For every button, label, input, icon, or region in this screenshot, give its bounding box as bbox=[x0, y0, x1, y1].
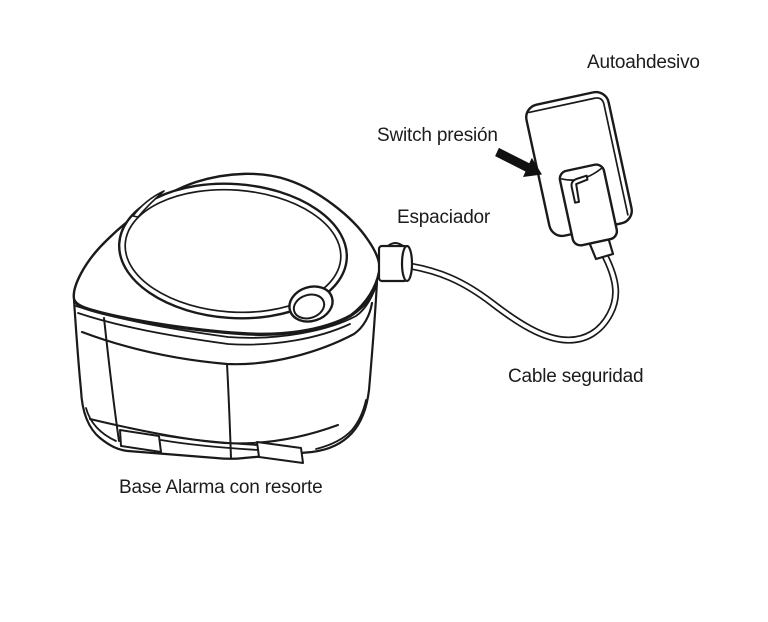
security-cable-outer bbox=[409, 250, 620, 344]
speaker-pad-ellipse bbox=[117, 182, 349, 320]
access-hole-inner bbox=[292, 293, 326, 320]
drawer-left-tab bbox=[119, 429, 162, 453]
label-pressure-switch: Switch presión bbox=[377, 125, 498, 146]
switch-plunger bbox=[570, 174, 589, 204]
drawer-right-tab bbox=[256, 441, 304, 464]
drawer-rail-top bbox=[160, 434, 258, 446]
pointer-arrow bbox=[495, 147, 542, 177]
collar-line-2 bbox=[77, 312, 351, 346]
spacer-cap bbox=[400, 244, 414, 283]
drawer-rail-bottom bbox=[160, 439, 259, 451]
access-hole-outer bbox=[288, 285, 334, 323]
adhesive-pad-edge bbox=[528, 97, 629, 216]
collar-line-1 bbox=[75, 280, 378, 339]
corner-inner-right bbox=[315, 399, 367, 450]
label-spacer: Espaciador bbox=[397, 207, 491, 228]
front-center-edge bbox=[226, 363, 232, 459]
security-cable-inner bbox=[409, 251, 618, 342]
speaker-pad-inner-ring bbox=[124, 188, 342, 314]
corner-slit bbox=[132, 190, 165, 218]
corner-inner-left bbox=[85, 407, 117, 442]
label-adhesive: Autoahdesivo bbox=[587, 52, 700, 73]
front-left-edge bbox=[103, 317, 120, 442]
label-alarm-base: Base Alarma con resorte bbox=[119, 477, 323, 498]
label-security-cable: Cable seguridad bbox=[508, 366, 644, 387]
collar-line-3 bbox=[80, 301, 374, 366]
